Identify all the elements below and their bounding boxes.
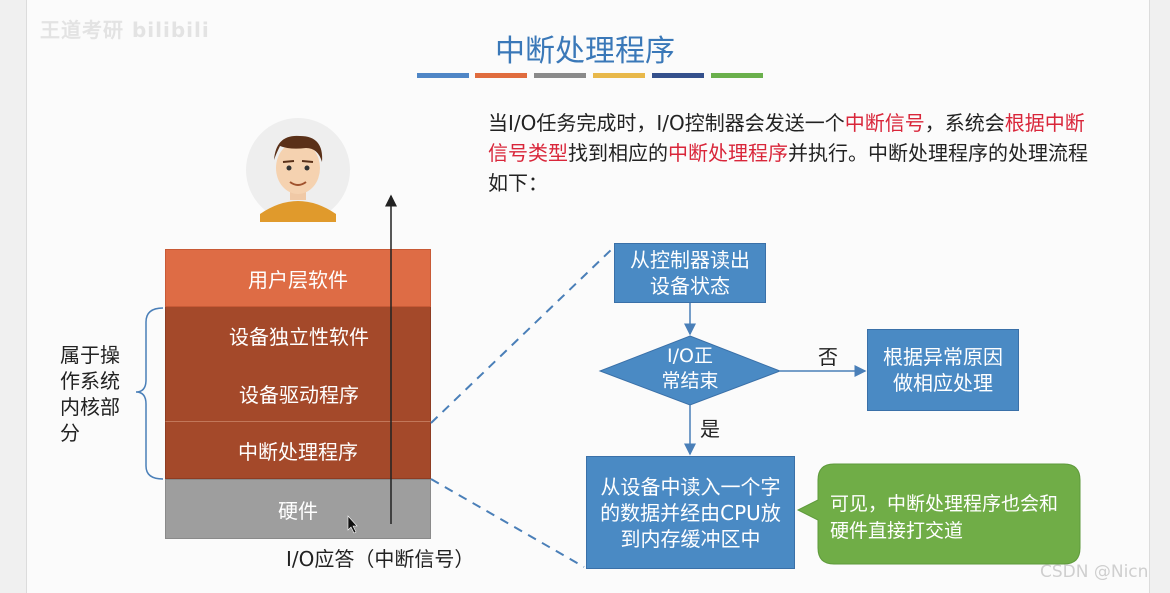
- read-status-box: 从控制器读出设备状态: [614, 243, 766, 303]
- user-avatar-icon: [246, 118, 350, 222]
- decision-text: I/O正常结束: [661, 345, 719, 392]
- intro-paragraph: 当I/O任务完成时，I/O控制器会发送一个中断信号，系统会根据中断信号类型找到相…: [488, 111, 1088, 195]
- no-label: 否: [818, 345, 838, 369]
- kernel-layer-block: 设备独立性软件 设备驱动程序: [165, 307, 431, 421]
- device-driver-label: 设备驱动程序: [239, 383, 359, 407]
- csdn-watermark: CSDN @Nicn: [1040, 562, 1149, 582]
- left-edge: [0, 0, 27, 593]
- interrupt-handler-layer: 中断处理程序: [165, 421, 431, 479]
- callout-bubble: [796, 463, 1081, 565]
- interrupt-handler-label: 中断处理程序: [238, 439, 358, 464]
- mouse-cursor-icon: [347, 515, 358, 534]
- user-layer-label: 用户层软件: [248, 267, 348, 292]
- read-data-text: 从设备中读入一个字的数据并经由CPU放到内存缓冲区中: [600, 474, 781, 551]
- right-edge: [1149, 0, 1170, 593]
- watermark: 王道考研 bilibili: [40, 18, 210, 42]
- read-status-text: 从控制器读出设备状态: [630, 248, 750, 298]
- user-layer-software: 用户层软件: [165, 249, 431, 307]
- color-bar-segment: [475, 73, 527, 78]
- exception-handling-text: 根据异常原因做相应处理: [883, 345, 1003, 395]
- color-bar-segment: [652, 73, 704, 78]
- kernel-part-label: 属于操作系统内核部分: [60, 343, 120, 445]
- dashed-connector-top: [430, 248, 613, 424]
- kernel-brace: [135, 307, 164, 480]
- color-bar-segment: [593, 73, 645, 78]
- color-bar-segment: [417, 73, 469, 78]
- read-data-box: 从设备中读入一个字的数据并经由CPU放到内存缓冲区中: [586, 456, 795, 569]
- callout-text: 可见，中断处理程序也会和硬件直接打交道: [830, 493, 1059, 542]
- slide-title: 中断处理程序: [495, 34, 675, 69]
- dashed-connector-bottom: [430, 478, 585, 568]
- color-bar-segment: [711, 73, 763, 78]
- io-response-label: I/O应答（中断信号）: [286, 547, 475, 571]
- hardware-label: 硬件: [278, 498, 318, 523]
- device-independent-software-label: 设备独立性软件: [229, 325, 369, 349]
- color-bar-segment: [534, 73, 586, 78]
- exception-handling-box: 根据异常原因做相应处理: [867, 329, 1019, 411]
- yes-label: 是: [700, 417, 720, 441]
- hardware-layer: 硬件: [165, 479, 431, 539]
